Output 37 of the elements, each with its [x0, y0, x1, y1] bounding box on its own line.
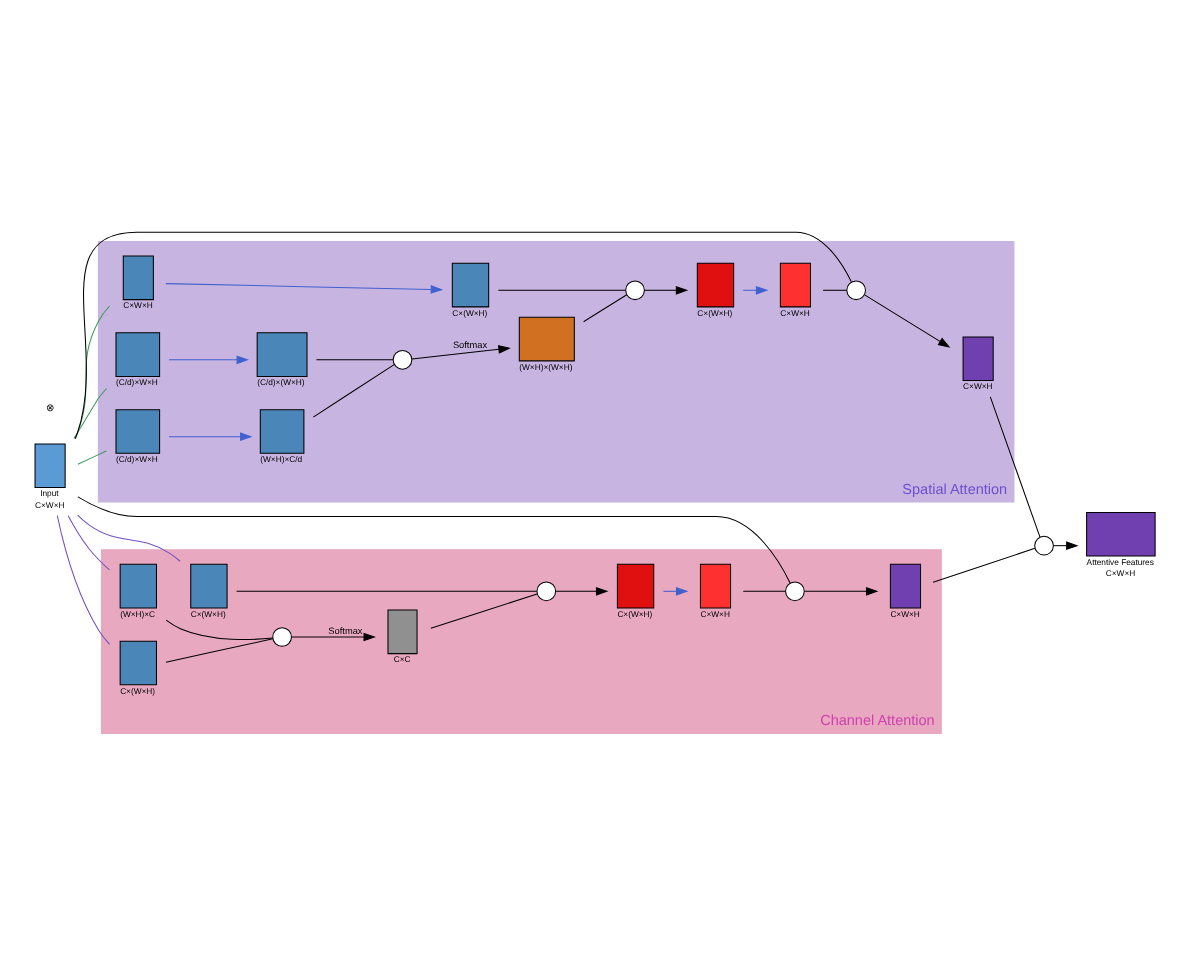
- arrow: [803, 586, 879, 596]
- connector: [315, 359, 394, 361]
- arrow: [168, 432, 253, 442]
- arrow: [411, 345, 511, 360]
- node-circle: [1034, 535, 1054, 556]
- connector: [56, 515, 111, 645]
- connector: [77, 450, 107, 465]
- connector: [583, 294, 628, 323]
- connector: [77, 514, 181, 562]
- arrow: [1053, 541, 1079, 550]
- arrow: [168, 355, 250, 365]
- node-circle: [846, 280, 866, 301]
- connector: [430, 593, 538, 629]
- connector: [236, 590, 538, 592]
- connector: [497, 289, 626, 291]
- connector: [312, 364, 395, 418]
- connector: [77, 496, 791, 584]
- node-circle: [392, 349, 413, 370]
- node-circle: [625, 280, 645, 301]
- arrow: [742, 285, 769, 295]
- arrow: [165, 283, 444, 294]
- connector: [742, 590, 786, 592]
- connector: [822, 289, 848, 291]
- node-circle: [536, 581, 557, 602]
- node-circle: [785, 581, 805, 602]
- arrow: [291, 632, 376, 642]
- arrow: [555, 586, 609, 596]
- node-circle: [272, 627, 292, 647]
- connector: [932, 547, 1036, 583]
- connector: [165, 619, 274, 640]
- connector: [989, 396, 1041, 538]
- arrow: [864, 294, 951, 348]
- connector: [67, 515, 110, 571]
- arrow: [643, 285, 689, 295]
- connector: [73, 388, 108, 439]
- connector: [165, 638, 274, 663]
- arrow: [662, 586, 689, 596]
